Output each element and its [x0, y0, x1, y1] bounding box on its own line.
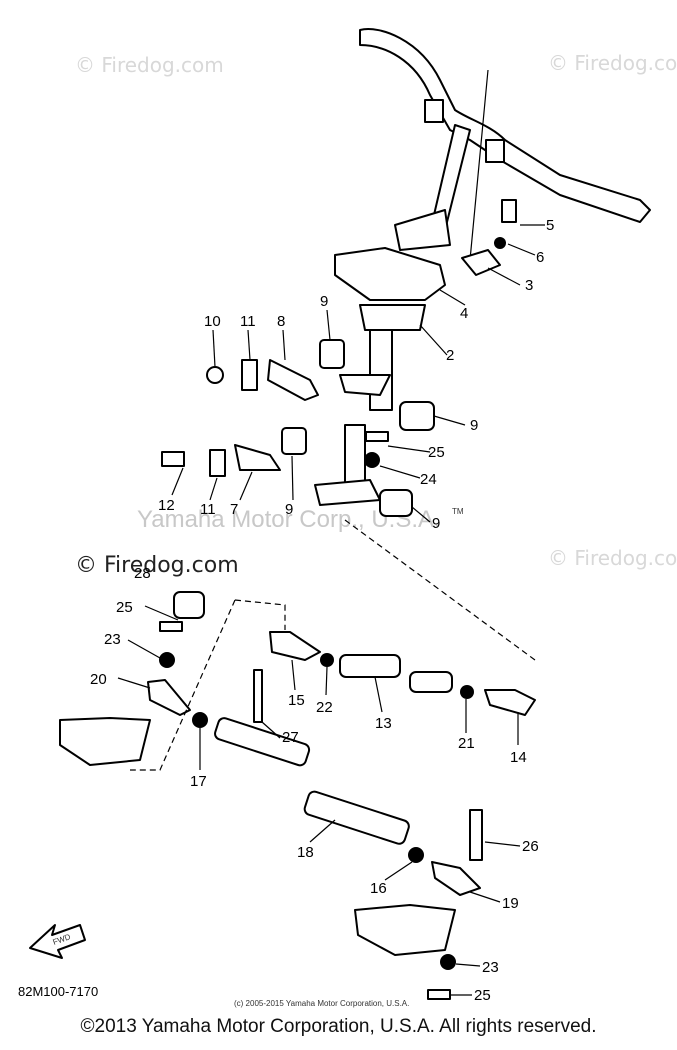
copyright-footer: ©2013 Yamaha Motor Corporation, U.S.A. A… — [80, 1016, 597, 1037]
label-4: 4 — [460, 305, 468, 322]
knuckle-right — [354, 904, 456, 956]
rod-end-14 — [484, 689, 536, 716]
label-12: 12 — [158, 497, 175, 514]
bolt-26 — [469, 809, 483, 861]
upper-bracket — [334, 247, 446, 301]
rod-end-20 — [147, 679, 191, 716]
plate-11-a — [241, 359, 258, 391]
label-28: 28 — [134, 565, 151, 582]
diagram-code: 82M100-7170 — [18, 984, 98, 999]
label-23-a: 23 — [104, 631, 121, 648]
nut-10 — [206, 366, 224, 384]
label-3: 3 — [525, 277, 533, 294]
bushing-9-a — [319, 339, 345, 369]
nut-17 — [192, 712, 208, 728]
label-15: 15 — [288, 692, 305, 709]
label-25-a: 25 — [428, 444, 445, 461]
bracket-7 — [234, 444, 281, 471]
bolt-25-c — [427, 989, 451, 1000]
bracket-8 — [267, 359, 319, 401]
label-9-c: 9 — [285, 501, 293, 518]
watermark-top-right: © Firedog.com — [548, 51, 677, 75]
bolt-25 — [365, 431, 389, 442]
nut-22 — [320, 653, 334, 667]
washer-6 — [494, 237, 506, 249]
label-5: 5 — [546, 217, 554, 234]
small-copyright: (c) 2005-2015 Yamaha Motor Corporation, … — [234, 999, 409, 1008]
label-24: 24 — [420, 471, 437, 488]
label-9-b: 9 — [470, 417, 478, 434]
label-11-a: 11 — [240, 313, 256, 330]
label-21: 21 — [458, 735, 475, 752]
watermark-firedog-dark: © Firedog.com — [75, 553, 239, 578]
label-2: 2 — [446, 347, 454, 364]
label-26: 26 — [522, 838, 539, 855]
label-11-b: 11 — [200, 501, 216, 518]
tie-rod-upper — [214, 717, 311, 767]
label-23-b: 23 — [482, 959, 499, 976]
label-25-c: 25 — [474, 987, 491, 1004]
bolt-25-b — [159, 621, 183, 632]
label-9-a: 9 — [320, 293, 328, 310]
rod-end-15 — [269, 631, 321, 661]
label-16: 16 — [370, 880, 387, 897]
leader-lines — [117, 224, 545, 996]
nut-24 — [364, 452, 380, 468]
label-22: 22 — [316, 699, 333, 716]
label-19: 19 — [502, 895, 519, 912]
label-10: 10 — [204, 313, 221, 330]
label-14: 14 — [510, 749, 527, 766]
label-27: 27 — [282, 729, 299, 746]
bushing-9-d — [379, 489, 413, 517]
rod-end-19 — [431, 861, 481, 896]
watermark-mid-right: © Firedog.com — [548, 546, 677, 570]
tie-rod-18 — [303, 790, 410, 845]
nut-23-b — [440, 954, 456, 970]
label-9-d: 9 — [432, 515, 440, 532]
bolt-5 — [501, 199, 517, 223]
sleeve-13-b — [409, 671, 453, 693]
steering-column — [314, 304, 426, 506]
label-6: 6 — [536, 249, 544, 266]
forward-arrow-icon: FWD — [29, 924, 86, 959]
label-13: 13 — [375, 715, 392, 732]
nut-21 — [460, 685, 474, 699]
knuckle-left — [59, 717, 151, 766]
label-20: 20 — [90, 671, 107, 688]
bushing-9-c — [281, 427, 307, 455]
nut-23-a — [159, 652, 175, 668]
label-17: 17 — [190, 773, 207, 790]
watermark-tm: TM — [452, 507, 464, 516]
watermark-top-left: © Firedog.com — [75, 53, 224, 77]
nut-16 — [408, 847, 424, 863]
cap-28 — [173, 591, 205, 619]
label-18: 18 — [297, 844, 314, 861]
label-8: 8 — [277, 313, 285, 330]
label-25-b: 25 — [116, 599, 133, 616]
label-7: 7 — [230, 501, 238, 518]
bushing-9-b — [399, 401, 435, 431]
plate-11-b — [209, 449, 226, 477]
bolt-27 — [253, 669, 263, 723]
bolt-12 — [161, 451, 185, 467]
sleeve-13-a — [339, 654, 401, 678]
handlebar — [359, 28, 651, 261]
part-labels: 5 6 3 4 2 9 8 11 10 9 25 24 12 11 7 9 9 … — [90, 217, 554, 1004]
